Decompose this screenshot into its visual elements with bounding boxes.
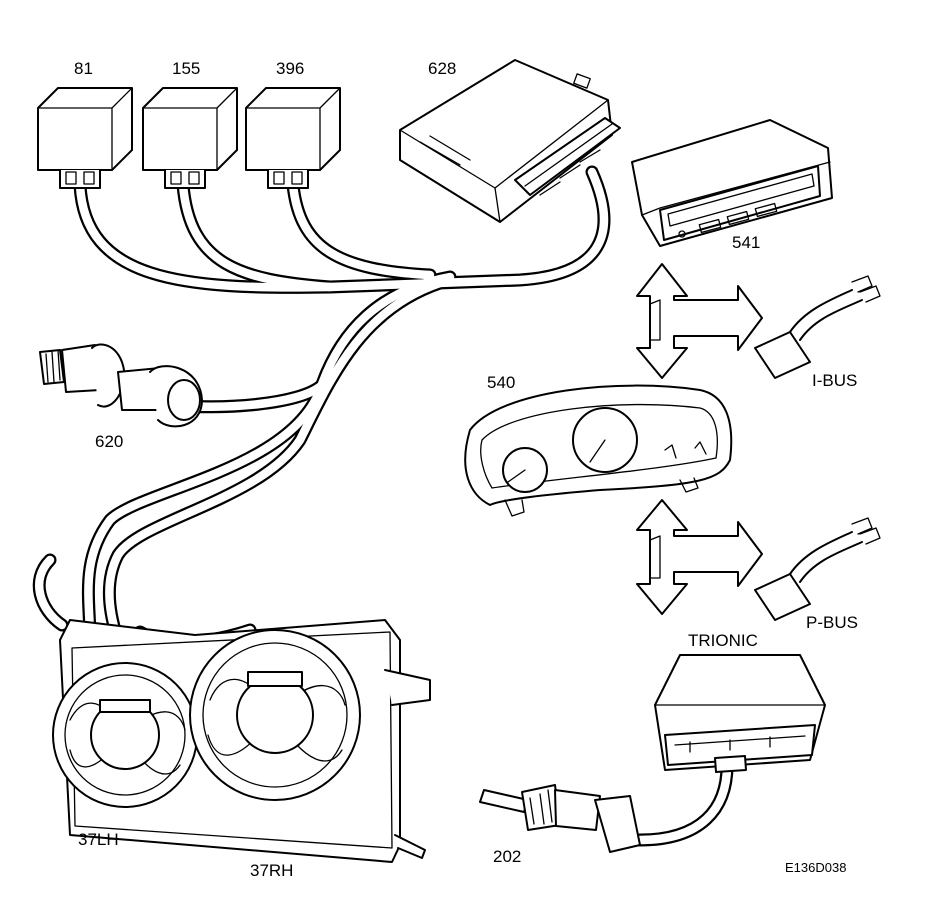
labels: 81 155 396 628 541 540 620 I-BUS P-BUS T… (74, 59, 858, 880)
harness-fill (35, 167, 732, 845)
bus-arrow-lower (636, 499, 763, 615)
label-202: 202 (493, 847, 521, 866)
label-628: 628 (428, 59, 456, 78)
ecu-trionic[interactable] (654, 654, 826, 773)
figure-code: E136D038 (785, 860, 846, 875)
fan-right-37rh[interactable] (189, 629, 361, 801)
sensor-620[interactable] (39, 343, 203, 428)
i-bus-connector[interactable] (754, 275, 881, 379)
temp-sensor-202[interactable] (479, 784, 641, 853)
label-37lh: 37LH (78, 830, 119, 849)
label-620: 620 (95, 432, 123, 451)
label-541: 541 (732, 233, 760, 252)
label-540: 540 (487, 373, 515, 392)
label-i-bus: I-BUS (812, 371, 857, 390)
control-module-628[interactable] (399, 59, 621, 223)
label-p-bus: P-BUS (806, 613, 858, 632)
relay-81[interactable] (37, 87, 133, 189)
label-155: 155 (172, 59, 200, 78)
relay-155[interactable] (142, 87, 238, 189)
relay-396[interactable] (245, 87, 341, 189)
fan-left-37lh[interactable] (52, 662, 198, 808)
label-396: 396 (276, 59, 304, 78)
label-37rh: 37RH (250, 861, 293, 880)
bus-arrow-upper (636, 263, 763, 379)
p-bus-connector[interactable] (754, 517, 881, 621)
label-81: 81 (74, 59, 93, 78)
instrument-cluster-540[interactable] (464, 384, 733, 517)
display-541[interactable] (631, 119, 833, 247)
label-trionic: TRIONIC (688, 631, 758, 650)
